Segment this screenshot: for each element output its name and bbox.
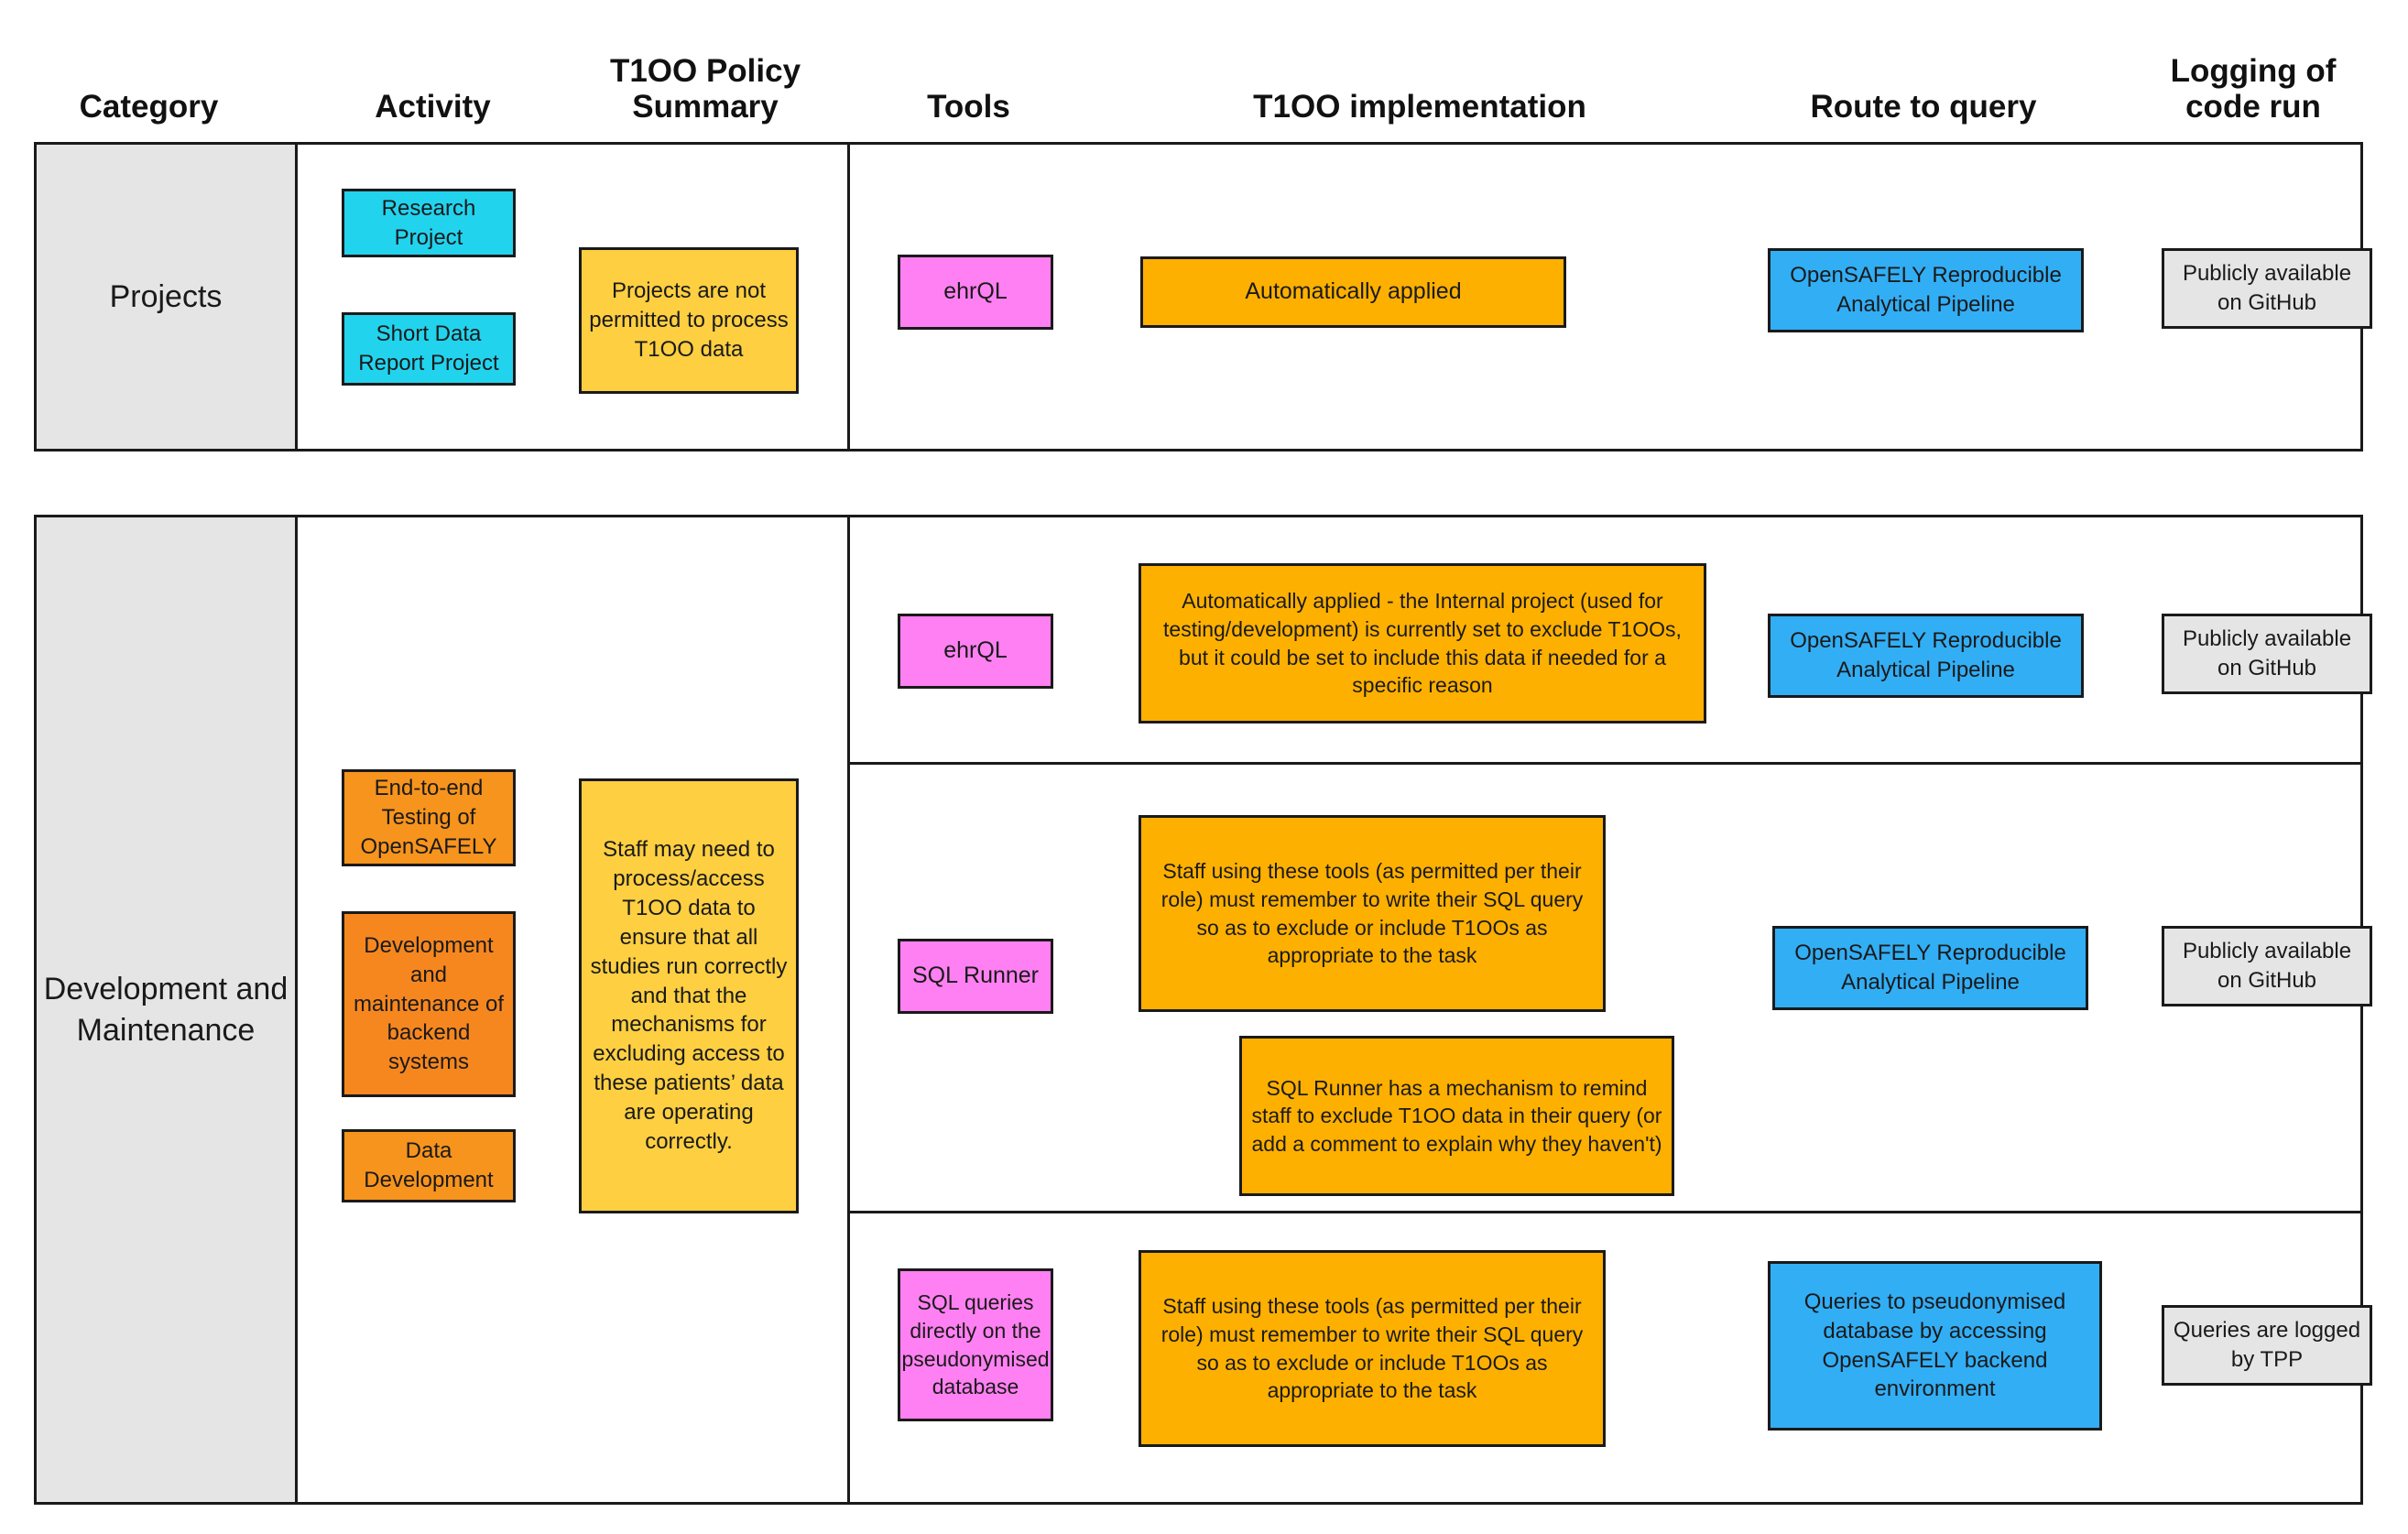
subrow-divider-2 <box>847 1211 2360 1213</box>
tool-box: ehrQL <box>898 614 1053 689</box>
column-header-policy-summary: T1OO Policy Summary <box>568 53 843 125</box>
table-row-development-and-maintenance: Development and Maintenance End-to-end T… <box>34 515 2372 1505</box>
policy-summary-box: Projects are not permitted to process T1… <box>579 247 799 394</box>
category-cell-development-and-maintenance: Development and Maintenance <box>37 517 298 1502</box>
implementation-box-secondary: SQL Runner has a mechanism to remind sta… <box>1239 1036 1674 1196</box>
route-box: Queries to pseudonymised database by acc… <box>1768 1261 2102 1431</box>
subrow-divider-1 <box>847 762 2360 765</box>
category-cell-projects: Projects <box>37 145 298 449</box>
activity-box: Short Data Report Project <box>342 312 516 386</box>
logging-box: Publicly available on GitHub <box>2162 248 2372 329</box>
column-divider-policy <box>847 145 850 449</box>
logging-box: Queries are logged by TPP <box>2162 1305 2372 1386</box>
column-divider-policy <box>847 517 850 1502</box>
implementation-box: Automatically applied - the Internal pro… <box>1139 563 1706 723</box>
activity-box: Development and maintenance of backend s… <box>342 911 516 1097</box>
tool-box: ehrQL <box>898 255 1053 330</box>
column-header-implementation: T1OO implementation <box>1253 89 1586 125</box>
activity-box: Research Project <box>342 189 516 257</box>
column-header-policy-summary-line1: T1OO Policy <box>609 52 801 89</box>
column-header-tools: Tools <box>927 89 1010 125</box>
route-box: OpenSAFELY Reproducible Analytical Pipel… <box>1768 248 2084 332</box>
column-header-policy-summary-line2: Summary <box>632 89 779 125</box>
column-header-route-to-query: Route to query <box>1810 89 2037 125</box>
implementation-box: Staff using these tools (as permitted pe… <box>1139 815 1606 1012</box>
route-box: OpenSAFELY Reproducible Analytical Pipel… <box>1772 926 2088 1010</box>
activity-box: End-to-end Testing of OpenSAFELY <box>342 769 516 866</box>
policy-summary-box: Staff may need to process/access T1OO da… <box>579 778 799 1213</box>
implementation-box: Staff using these tools (as permitted pe… <box>1139 1250 1606 1447</box>
column-header-logging-line2: code run <box>2185 89 2321 125</box>
route-box: OpenSAFELY Reproducible Analytical Pipel… <box>1768 614 2084 698</box>
column-header-activity: Activity <box>375 89 491 125</box>
tool-box: SQL Runner <box>898 939 1053 1014</box>
activity-box: Data Development <box>342 1129 516 1202</box>
logging-box: Publicly available on GitHub <box>2162 614 2372 694</box>
table-row-projects: Projects Research Project Short Data Rep… <box>34 142 2372 451</box>
implementation-box: Automatically applied <box>1140 256 1566 328</box>
column-header-logging-line1: Logging of <box>2170 52 2337 89</box>
column-header-logging: Logging of code run <box>2116 53 2391 125</box>
column-header-row: Category Activity T1OO Policy Summary To… <box>0 0 2408 142</box>
column-header-category: Category <box>79 89 219 125</box>
tool-box: SQL queries directly on the pseudonymise… <box>898 1268 1053 1421</box>
logging-box: Publicly available on GitHub <box>2162 926 2372 1006</box>
